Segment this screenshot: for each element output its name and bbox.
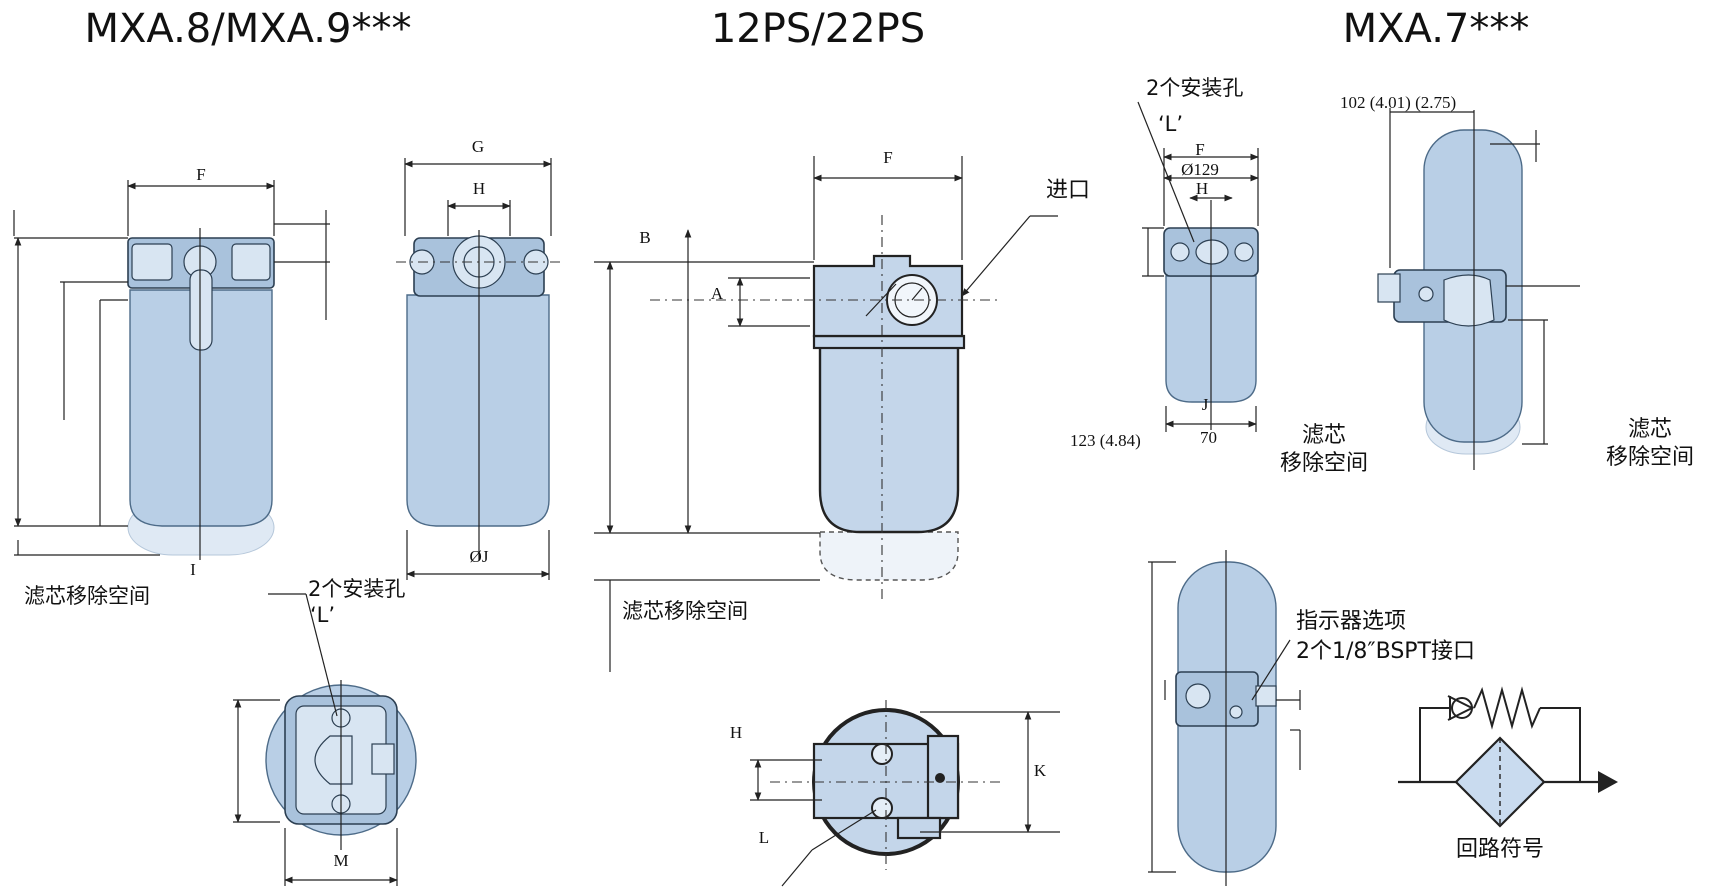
dim-I: I xyxy=(190,560,196,579)
filter-bowl-ps xyxy=(818,344,960,534)
dim-A: A xyxy=(711,284,724,303)
note-mount-holes-left: 2个安装孔 xyxy=(308,577,405,601)
dim-123-484: 123 (4.84) xyxy=(1070,431,1141,450)
dim-H-mxa7: H xyxy=(1196,179,1208,198)
mxa8-side-view: G H ØJ xyxy=(396,137,565,580)
dim-M: M xyxy=(333,851,348,870)
filter-diamond-icon xyxy=(1454,736,1546,828)
check-valve-ball xyxy=(1451,697,1473,719)
note-element-removal-r1-line1: 滤芯 xyxy=(1302,423,1346,448)
dim-H-side: H xyxy=(473,179,485,198)
dim-F-ps: F xyxy=(883,148,892,167)
title-12ps-22ps: 12PS/22PS xyxy=(711,6,925,52)
dim-70: 70 xyxy=(1200,428,1217,447)
dim-K: K xyxy=(1034,761,1047,780)
mxa7-side-view: 102 (4.01) (2.75) 滤芯 移除空间 xyxy=(1340,93,1694,470)
dim-B: B xyxy=(639,228,650,247)
filter-bowl xyxy=(129,289,273,527)
spring-symbol xyxy=(1473,686,1541,730)
note-indicator-port: 2个1/8″BSPT接口 xyxy=(1296,639,1475,664)
title-mxa8-mxa9: MXA.8/MXA.9*** xyxy=(85,6,412,52)
note-element-removal-left: 滤芯移除空间 xyxy=(24,584,150,608)
indicator-option-view: 指示器选项 2个1/8″BSPT接口 xyxy=(1148,550,1475,886)
dim-F: F xyxy=(196,165,205,184)
note-inlet: 进口 xyxy=(1046,178,1090,203)
flow-arrow-icon xyxy=(1598,771,1618,793)
element-ghost-ps xyxy=(819,531,959,581)
circuit-symbol: 回路符号 xyxy=(1398,686,1618,862)
note-element-removal-r2-line2: 移除空间 xyxy=(1606,445,1694,470)
title-mxa7: MXA.7*** xyxy=(1343,6,1530,52)
dim-OJ: ØJ xyxy=(470,547,489,566)
ps-front-view: F B A 滤芯移除空间 进口 xyxy=(594,148,1090,672)
note-mount-holes-right: 2个安装孔 xyxy=(1146,76,1243,100)
note-indicator-option: 指示器选项 xyxy=(1296,609,1406,634)
mxa8-top-view: M 2个安装孔 ‘L’ xyxy=(233,577,417,886)
note-circuit-symbol: 回路符号 xyxy=(1456,837,1544,862)
note-mount-holes-L-right: ‘L’ xyxy=(1158,112,1183,136)
note-element-removal-r1-line2: 移除空间 xyxy=(1280,451,1368,476)
ps-top-view: H L K xyxy=(730,700,1060,887)
dim-102-401-275: 102 (4.01) (2.75) xyxy=(1340,93,1456,112)
mxa8-front-view: F I 滤芯移除空间 xyxy=(13,165,330,608)
mxa7-front-view: F Ø129 H J 123 (4.84) 70 2个安装孔 ‘L’ 滤芯 移除… xyxy=(1070,76,1368,476)
filter-bowl-side xyxy=(406,294,550,527)
note-element-removal-r2-line1: 滤芯 xyxy=(1628,417,1672,442)
dim-H-ps: H xyxy=(730,723,742,742)
dim-phi129: Ø129 xyxy=(1181,160,1219,179)
dim-L: L xyxy=(759,828,769,847)
note-element-removal-center: 滤芯移除空间 xyxy=(622,599,748,623)
note-mount-holes-L-left: ‘L’ xyxy=(310,603,335,627)
dim-J: J xyxy=(1202,395,1209,414)
dim-G: G xyxy=(472,137,484,156)
dim-F-mxa7: F xyxy=(1195,140,1204,159)
